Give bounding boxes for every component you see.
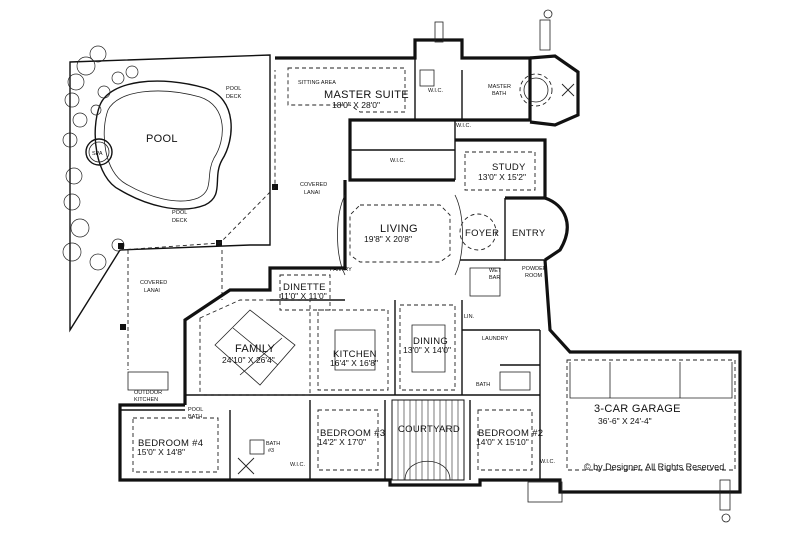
- pool-label: POOL: [146, 133, 178, 145]
- garage-dim: 36'-6" X 24'-4": [598, 416, 652, 426]
- pool-inner-outline: [103, 90, 223, 202]
- dinette-dim: 11'0" X 11'0": [280, 291, 327, 301]
- kitchen-dim: 16'4" X 16'8": [330, 358, 378, 368]
- courtyard-label: COURTYARD: [398, 424, 460, 435]
- lanai-posts: [118, 184, 278, 330]
- exterior-walls: [118, 38, 742, 494]
- outdoor-kitchen-line1: OUTDOOR: [134, 390, 162, 396]
- sitting-area-label: SITTING AREA: [298, 80, 336, 86]
- entry-label: ENTRY: [512, 228, 546, 239]
- pool-deck-1-line1: POOL: [226, 86, 241, 92]
- kitchen-label: KITCHEN: [333, 349, 377, 360]
- spa-inner: [88, 141, 110, 163]
- master-suite-label: MASTER SUITE: [324, 89, 409, 101]
- bedroom-3-dim: 14'2" X 17'0": [318, 437, 366, 447]
- linen-label: LIN.: [464, 314, 475, 320]
- master-bath-line2: BATH: [492, 91, 506, 97]
- living-label: LIVING: [380, 223, 418, 235]
- room-outlines: [132, 67, 736, 473]
- bath-2-label: BATH: [476, 382, 490, 388]
- wic-1-label: W.I.C.: [428, 88, 443, 94]
- landscaping: [62, 45, 139, 271]
- spa-outline: [85, 138, 113, 166]
- living-dim: 19'8" X 20'8": [364, 234, 412, 244]
- pool-bath-line1: POOL: [188, 407, 203, 413]
- courtyard-pattern: [391, 399, 465, 481]
- covered-lanai-2-line2: LANAI: [144, 288, 160, 294]
- bedroom-4-dim: 15'0" X 14'8": [137, 447, 185, 457]
- dining-label: DINING: [413, 336, 448, 347]
- interior-walls: [120, 58, 545, 480]
- study-dim: 13'0" X 15'2": [478, 172, 526, 182]
- pool-bath-line2: BATH: [188, 414, 202, 420]
- covered-lanai-1-line2: LANAI: [304, 190, 320, 196]
- pool-deck-2-line1: POOL: [172, 210, 187, 216]
- pool-outline: [94, 80, 232, 210]
- covered-lanai-2-line1: COVERED: [140, 280, 167, 286]
- powder-room-line1: POWDER: [522, 266, 547, 272]
- wic-4-label: W.I.C.: [290, 462, 305, 468]
- dinette-label: DINETTE: [283, 282, 326, 293]
- bath-3-line2: #3: [268, 448, 274, 454]
- family-rug: [214, 309, 296, 386]
- fixtures: [127, 9, 731, 523]
- outdoor-kitchen-line2: KITCHEN: [134, 397, 158, 403]
- bath-3-line1: BATH: [266, 441, 280, 447]
- garage-label: 3-CAR GARAGE: [594, 403, 681, 415]
- covered-lanai-1-line1: COVERED: [300, 182, 327, 188]
- bedroom-4-label: BEDROOM #4: [138, 438, 203, 449]
- wic-5-label: W.I.C.: [540, 459, 555, 465]
- master-suite-dim: 18'0" X 28'0": [332, 100, 380, 110]
- bedroom-2-label: BEDROOM #2: [478, 428, 543, 439]
- pool-enclosure: [69, 54, 271, 333]
- family-label: FAMILY: [235, 343, 275, 355]
- master-bath-line1: MASTER: [488, 84, 511, 90]
- laundry-label: LAUNDRY: [482, 336, 509, 342]
- bedroom-2-dim: 14'0" X 15'10": [476, 437, 529, 447]
- wic-3-label: W.I.C.: [390, 158, 405, 164]
- copyright-text: © by Designer, All Rights Reserved: [584, 462, 724, 472]
- labels: SITTING AREA MASTER SUITE 18'0" X 28'0" …: [92, 80, 724, 472]
- powder-room-line2: ROOM: [525, 273, 543, 279]
- wet-bar-line1: WET: [489, 268, 502, 274]
- lanai-boundary-1: [119, 70, 276, 251]
- pool-area: [62, 45, 278, 370]
- wet-bar-line2: BAR: [489, 275, 500, 281]
- dining-dim: 13'0" X 14'0": [403, 345, 451, 355]
- pantry-label: PANTRY: [330, 267, 352, 273]
- wic-2-label: W.I.C.: [456, 123, 471, 129]
- pool-deck-1-line2: DECK: [226, 94, 242, 100]
- spa-label: SPA: [92, 151, 103, 157]
- bedroom-3-label: BEDROOM #3: [320, 428, 385, 439]
- study-label: STUDY: [492, 162, 526, 173]
- family-dim: 24'10" X 26'4": [222, 355, 275, 365]
- foyer-label: FOYER: [465, 228, 499, 239]
- pool-deck-2-line2: DECK: [172, 218, 188, 224]
